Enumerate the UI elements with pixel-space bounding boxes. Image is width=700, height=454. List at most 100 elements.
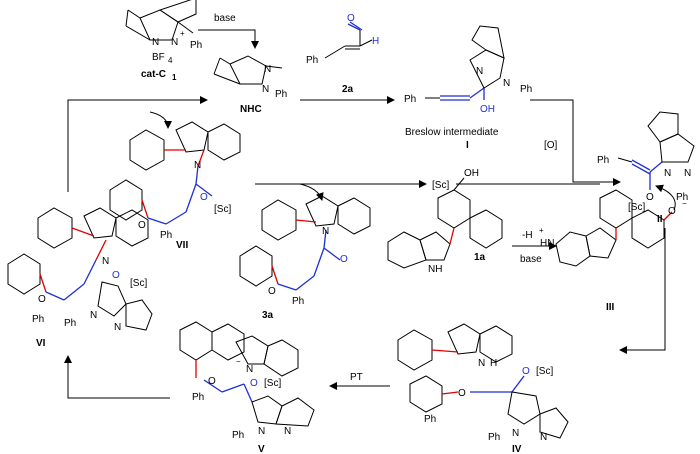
label-3a: 3a: [262, 310, 274, 321]
iv-o2-label: O: [522, 366, 530, 377]
v-minus: −: [236, 357, 241, 366]
aldehyde-2a-structure: [324, 21, 373, 59]
vii-n-label: N: [194, 160, 201, 171]
pt-label: PT: [350, 372, 363, 383]
ii-n2-label: N: [684, 168, 691, 179]
vii-o-label: O: [138, 220, 146, 231]
oxidant-label: [O]: [544, 140, 558, 151]
cat-n2-label: N: [171, 37, 178, 48]
vii-o2-label: O: [200, 192, 208, 203]
base-top-label: base: [214, 13, 236, 24]
cat-c1-label: cat-C: [141, 69, 166, 80]
vii-sc-label: [Sc]: [214, 204, 231, 215]
ii-ph2-label: Ph: [676, 192, 688, 203]
substrate-1a-structure: [387, 177, 503, 269]
cat-n-label: N: [152, 37, 159, 48]
arrow-regenerate-nhc: [67, 96, 208, 192]
2a-o-label: O: [347, 13, 355, 24]
v-ph-label: Ph: [192, 392, 204, 403]
nhc-ph-label: Ph: [275, 89, 287, 100]
vi-o-label: O: [38, 294, 46, 305]
vi-structure: [7, 207, 153, 331]
iv-h-label: H: [490, 358, 497, 369]
v-n3-label: N: [284, 426, 291, 437]
2a-label: 2a: [342, 84, 354, 95]
v-n2-label: N: [258, 426, 265, 437]
nhc-n2-label: N: [262, 84, 269, 95]
v-o2-label: O: [250, 378, 258, 389]
minus-h-label: -H: [522, 230, 533, 241]
label-VII: VII: [176, 240, 188, 251]
vii-structure: [109, 121, 241, 225]
iv-ph2-label: Ph: [488, 432, 500, 443]
2a-h-label: H: [372, 36, 379, 47]
nhc-n-label: N: [264, 64, 271, 75]
iv-o-label: O: [458, 388, 466, 399]
vi-ph-label: Ph: [32, 314, 44, 325]
base-mid-label: base: [520, 254, 542, 265]
cat-c1-sub: 1: [172, 73, 177, 82]
ii-ph-label: Ph: [597, 155, 609, 166]
breslow-n2-label: N: [503, 78, 510, 89]
arrow-base: [198, 29, 259, 49]
iii-minus: −: [682, 199, 687, 208]
3a-o2-label: O: [340, 254, 348, 265]
cat-ph-label: Ph: [190, 40, 202, 51]
arrow-attack-ii: [655, 184, 676, 211]
iv-structure: [397, 323, 569, 439]
bf4-label: BF: [152, 52, 165, 63]
phenoxide-iii-structure: [555, 189, 673, 267]
arrow-v-to-vi: [64, 355, 170, 399]
label-V: V: [258, 444, 265, 454]
1a-nh-label: NH: [428, 264, 442, 275]
3a-ph-label: Ph: [292, 296, 304, 307]
vii-ph-label: Ph: [160, 230, 172, 241]
v-n-label: N: [246, 364, 253, 375]
1a-oh-label: OH: [464, 168, 479, 179]
iii-hn-label: HN: [540, 238, 554, 249]
vi-n3-label: N: [114, 322, 121, 333]
v-structure: [179, 321, 315, 427]
label-III: III: [606, 302, 615, 313]
nhc-structure: [213, 55, 283, 85]
label-IV: IV: [512, 444, 522, 454]
ii-n-label: N: [664, 168, 671, 179]
3a-n-label: N: [322, 226, 329, 237]
iii-o-label: O: [668, 206, 676, 217]
v-sc-label: [Sc]: [264, 378, 281, 389]
sc-mid-label: [Sc]: [432, 180, 449, 191]
product-3a-structure: [239, 195, 371, 291]
vi-o2-label: O: [112, 270, 120, 281]
breslow-caption: Breslow intermediate: [405, 127, 499, 138]
nhc-label: NHC: [240, 104, 262, 115]
breslow-n-label: N: [476, 66, 483, 77]
iv-sc-label: [Sc]: [536, 366, 553, 377]
label-1a: 1a: [474, 252, 486, 263]
v-ph2-label: Ph: [232, 430, 244, 441]
3a-o-label: O: [268, 286, 276, 297]
arrow-to-vii: [149, 111, 172, 129]
label-I: I: [466, 140, 469, 151]
breslow-ph2-label: Ph: [520, 84, 532, 95]
vi-sc-label: [Sc]: [130, 278, 147, 289]
label-II: II: [657, 214, 663, 225]
ii-o-label: O: [646, 192, 654, 203]
breslow-oh-label: OH: [480, 104, 495, 115]
bf4-sub: 4: [168, 56, 173, 65]
vi-ph2-label: Ph: [64, 318, 76, 329]
acyl-azolium-ii-structure: [617, 111, 695, 190]
vi-n-label: N: [102, 256, 109, 267]
iv-n3-label: N: [540, 432, 547, 443]
minus-h-sup: +: [539, 226, 544, 235]
v-o-label: O: [208, 376, 216, 387]
2a-ph-label: Ph: [306, 55, 318, 66]
label-VI: VI: [36, 338, 46, 349]
iv-n-label: N: [478, 358, 485, 369]
arrow-oxidation: [530, 99, 621, 186]
cat-c1-structure: [125, 0, 197, 41]
iv-ph-label: Ph: [424, 414, 436, 425]
breslow-ph-label: Ph: [404, 94, 416, 105]
breslow-structure: [425, 25, 505, 101]
ii-sc-label: [Sc]: [628, 202, 645, 213]
